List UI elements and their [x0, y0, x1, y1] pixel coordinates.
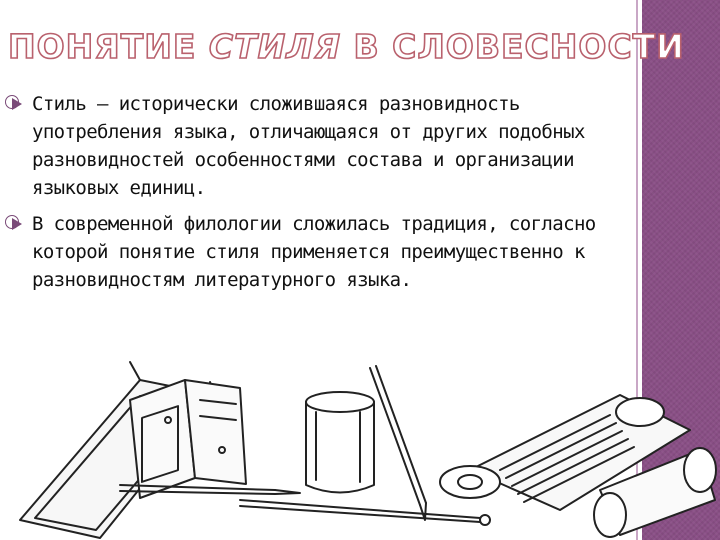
bullet-item-1: Стиль – исторически сложившаяся разновид… — [5, 90, 640, 202]
panel-divider — [636, 0, 638, 540]
title-part-3: в словесности — [341, 26, 685, 67]
stylus-drawing — [119, 484, 301, 495]
bullet-item-2: В современной филологии сложилась традиц… — [5, 210, 640, 294]
title-part-1: Понятие — [7, 26, 209, 67]
circle-arrow-bullet-icon — [5, 95, 22, 110]
open-book-drawing — [129, 379, 247, 499]
pen-drawing — [369, 365, 427, 521]
scroll-case-drawing — [305, 391, 375, 494]
unrolled-scroll-drawing — [439, 394, 691, 511]
circle-arrow-bullet-icon — [5, 215, 22, 230]
bullet-text-2: В современной филологии сложилась традиц… — [32, 213, 596, 291]
title-part-2: стиля — [208, 26, 342, 67]
writing-materials-illustration — [19, 361, 717, 539]
rolled-scroll-drawing — [593, 447, 717, 538]
bullet-text-1: Стиль – исторически сложившаяся разновид… — [32, 93, 585, 199]
bullet-list: Стиль – исторически сложившаяся разновид… — [5, 90, 640, 302]
slide-title: Понятие стиля в словесности — [7, 26, 684, 67]
reed-pen-drawing — [239, 499, 491, 526]
